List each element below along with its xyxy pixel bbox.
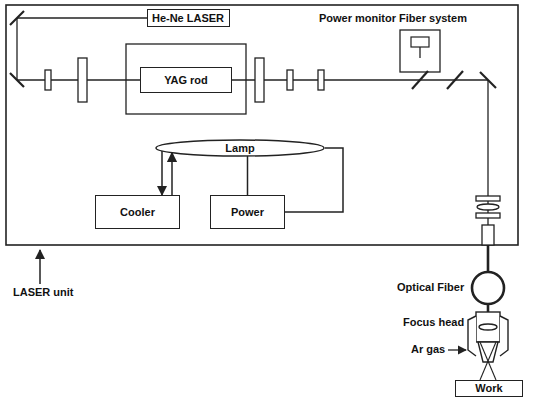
focused-beam [480, 342, 496, 380]
power-monitor [400, 30, 440, 72]
optical-fiber [472, 245, 504, 312]
node-text: Cooler [120, 206, 155, 219]
node-text: YAG rod [164, 74, 208, 87]
power-box: Power [210, 195, 285, 229]
mirror [412, 71, 496, 89]
laser-source-box: He-Ne LASER [147, 9, 230, 27]
head-label: Focus head [402, 316, 465, 329]
detector-stem [419, 47, 420, 58]
laser-beam [17, 79, 488, 80]
unit-label: LASER unit [12, 286, 75, 299]
node-text: He-Ne LASER [152, 12, 224, 25]
detector [411, 37, 429, 47]
focus-head [468, 312, 508, 362]
lamp-ellipse [156, 140, 324, 156]
fiber-connector [482, 225, 494, 245]
pump-cavity [126, 44, 246, 114]
optical-element [45, 58, 324, 102]
power-wire [285, 148, 343, 212]
work-box: Work [455, 380, 523, 397]
laser-unit-housing [6, 5, 518, 245]
coolant-arrow [161, 151, 163, 195]
node-text: Lamp [225, 142, 254, 155]
cooler-box: Cooler [95, 195, 180, 229]
pointer-arrow [39, 250, 41, 284]
fiber-label: Optical Fiber [396, 281, 465, 294]
coolant-arrow [171, 153, 173, 195]
gas-label: Ar gas [410, 343, 446, 356]
mirror [10, 11, 24, 87]
lamp-oval: Lamp [155, 139, 325, 157]
node-text: Work [475, 382, 502, 395]
node-text: Power [231, 206, 264, 219]
yag-rod-box: YAG rod [140, 67, 232, 93]
system-label: Power monitor Fiber system [318, 12, 468, 25]
laser-beam [487, 80, 488, 225]
power-wire [247, 156, 249, 195]
gas-inlet-arrow [448, 349, 466, 350]
coupling-lens [476, 196, 500, 218]
